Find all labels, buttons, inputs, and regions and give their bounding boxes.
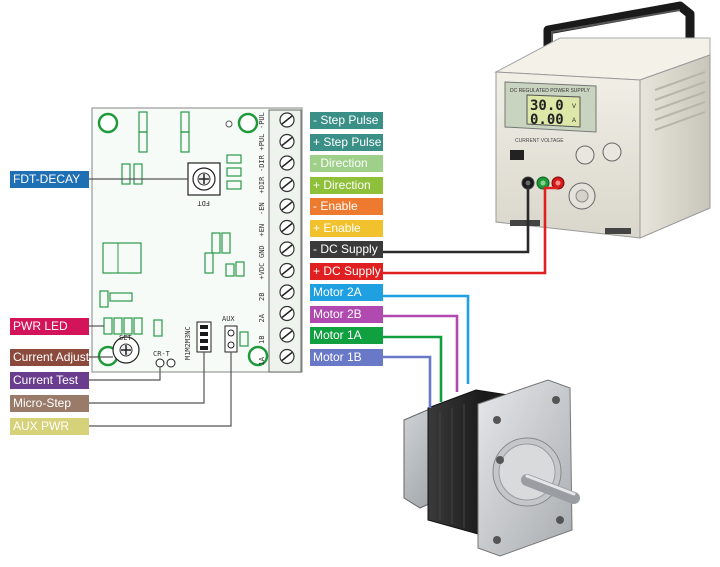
terminal-silkscreen: 1B bbox=[258, 336, 266, 344]
supply-panel-text: CURRENT VOLTAGE bbox=[515, 138, 564, 144]
label-enable-neg: - Enable bbox=[310, 198, 383, 215]
voltage-readout: 30.0 bbox=[530, 98, 564, 114]
fdt-potentiometer: FDT bbox=[187, 162, 221, 207]
supply-brand-text: DC REGULATED POWER SUPPLY bbox=[510, 88, 590, 94]
motor-shaft bbox=[521, 474, 580, 504]
mounting-hole bbox=[237, 112, 259, 134]
screw-slot bbox=[281, 201, 293, 211]
label-step-pulse-pos: + Step Pulse bbox=[310, 134, 383, 151]
micro-step-dip-switch: M1M2M3NC bbox=[184, 321, 212, 360]
terminal-silkscreen: +PUL bbox=[258, 134, 266, 151]
motor-2a-wire bbox=[383, 294, 470, 384]
screw-slot bbox=[281, 244, 293, 254]
label-motor-2a: Motor 2A bbox=[310, 284, 383, 301]
screw-slot bbox=[281, 351, 293, 362]
left-leader-lines bbox=[89, 178, 232, 427]
label-current-adjust: Current Adjust bbox=[10, 349, 89, 366]
screw-slot bbox=[281, 179, 293, 190]
power-switch bbox=[510, 150, 524, 160]
screw-slot bbox=[281, 308, 293, 319]
terminal-silkscreen: +VDC bbox=[258, 263, 266, 280]
screw-slot bbox=[281, 265, 293, 276]
label-motor-1b: Motor 1B bbox=[310, 349, 383, 366]
label-direction-pos: + Direction bbox=[310, 177, 383, 194]
aux-silkscreen: AUX bbox=[222, 315, 235, 323]
label-pwr-led: PWR LED bbox=[10, 318, 89, 335]
wiring bbox=[383, 186, 558, 408]
set-silkscreen: SET bbox=[119, 334, 132, 342]
label-step-pulse-neg: - Step Pulse bbox=[310, 112, 383, 129]
current-knob bbox=[602, 142, 622, 162]
terminal-silkscreen: +EN bbox=[258, 224, 266, 237]
stepper-motor bbox=[403, 379, 580, 557]
supply-handle bbox=[543, 1, 695, 62]
driver-board: FDT SET CR-T M1M2M3NC AUX bbox=[91, 107, 303, 373]
component-footprints bbox=[99, 111, 249, 347]
current-adjust-potentiometer: SET bbox=[112, 334, 140, 364]
dc-power-supply: DC REGULATED POWER SUPPLY 30.0 V 0.00 A … bbox=[494, 1, 711, 239]
current-unit: A bbox=[572, 118, 576, 124]
mounting-hole bbox=[247, 345, 269, 367]
voltage-unit: V bbox=[572, 104, 576, 110]
terminal-silkscreen: GND bbox=[258, 245, 266, 258]
ms-silkscreen: M1M2M3NC bbox=[184, 326, 192, 360]
cr-t-silkscreen: CR-T bbox=[153, 350, 171, 358]
label-dc-supply-neg: - DC Supply bbox=[310, 241, 383, 258]
label-direction-neg: - Direction bbox=[310, 155, 383, 172]
screw-slot bbox=[281, 115, 293, 125]
mounting-hole bbox=[97, 112, 119, 134]
motor-2b-wire bbox=[383, 314, 459, 392]
voltage-knob bbox=[575, 145, 595, 165]
terminal-silkscreen: 1A bbox=[258, 356, 266, 365]
screw-slot bbox=[281, 158, 293, 168]
label-current-test: Current Test bbox=[10, 372, 89, 389]
label-enable-pos: + Enable bbox=[310, 220, 383, 237]
aux-connector: AUX bbox=[222, 315, 238, 353]
motor-1b-wire bbox=[383, 355, 432, 408]
label-fdt-decay: FDT-DECAY bbox=[10, 171, 89, 188]
label-micro-step: Micro-Step bbox=[10, 395, 89, 412]
label-motor-1a: Motor 1A bbox=[310, 327, 383, 344]
current-readout: 0.00 bbox=[530, 112, 564, 128]
screw-slot bbox=[281, 330, 293, 340]
terminal-silkscreen: 2B bbox=[258, 293, 266, 301]
screw-slot bbox=[281, 287, 293, 297]
label-dc-supply-pos: + DC Supply bbox=[310, 263, 383, 280]
label-motor-2b: Motor 2B bbox=[310, 306, 383, 323]
terminal-silkscreen: +DIR bbox=[258, 176, 266, 194]
fdt-silkscreen: FDT bbox=[197, 199, 210, 207]
terminal-silkscreen: -EN bbox=[258, 202, 266, 215]
motor-1a-wire bbox=[383, 335, 443, 402]
terminal-block bbox=[268, 109, 302, 373]
label-aux-pwr: AUX PWR bbox=[10, 418, 89, 435]
terminal-silkscreen: -DIR bbox=[258, 154, 266, 172]
screw-slot bbox=[281, 222, 293, 233]
dc-positive-wire bbox=[383, 186, 558, 275]
screw-slot bbox=[281, 136, 293, 147]
terminal-silkscreen: 2A bbox=[258, 313, 266, 322]
dc-negative-wire bbox=[383, 186, 530, 254]
terminal-silkscreen: -PUL bbox=[258, 112, 266, 129]
